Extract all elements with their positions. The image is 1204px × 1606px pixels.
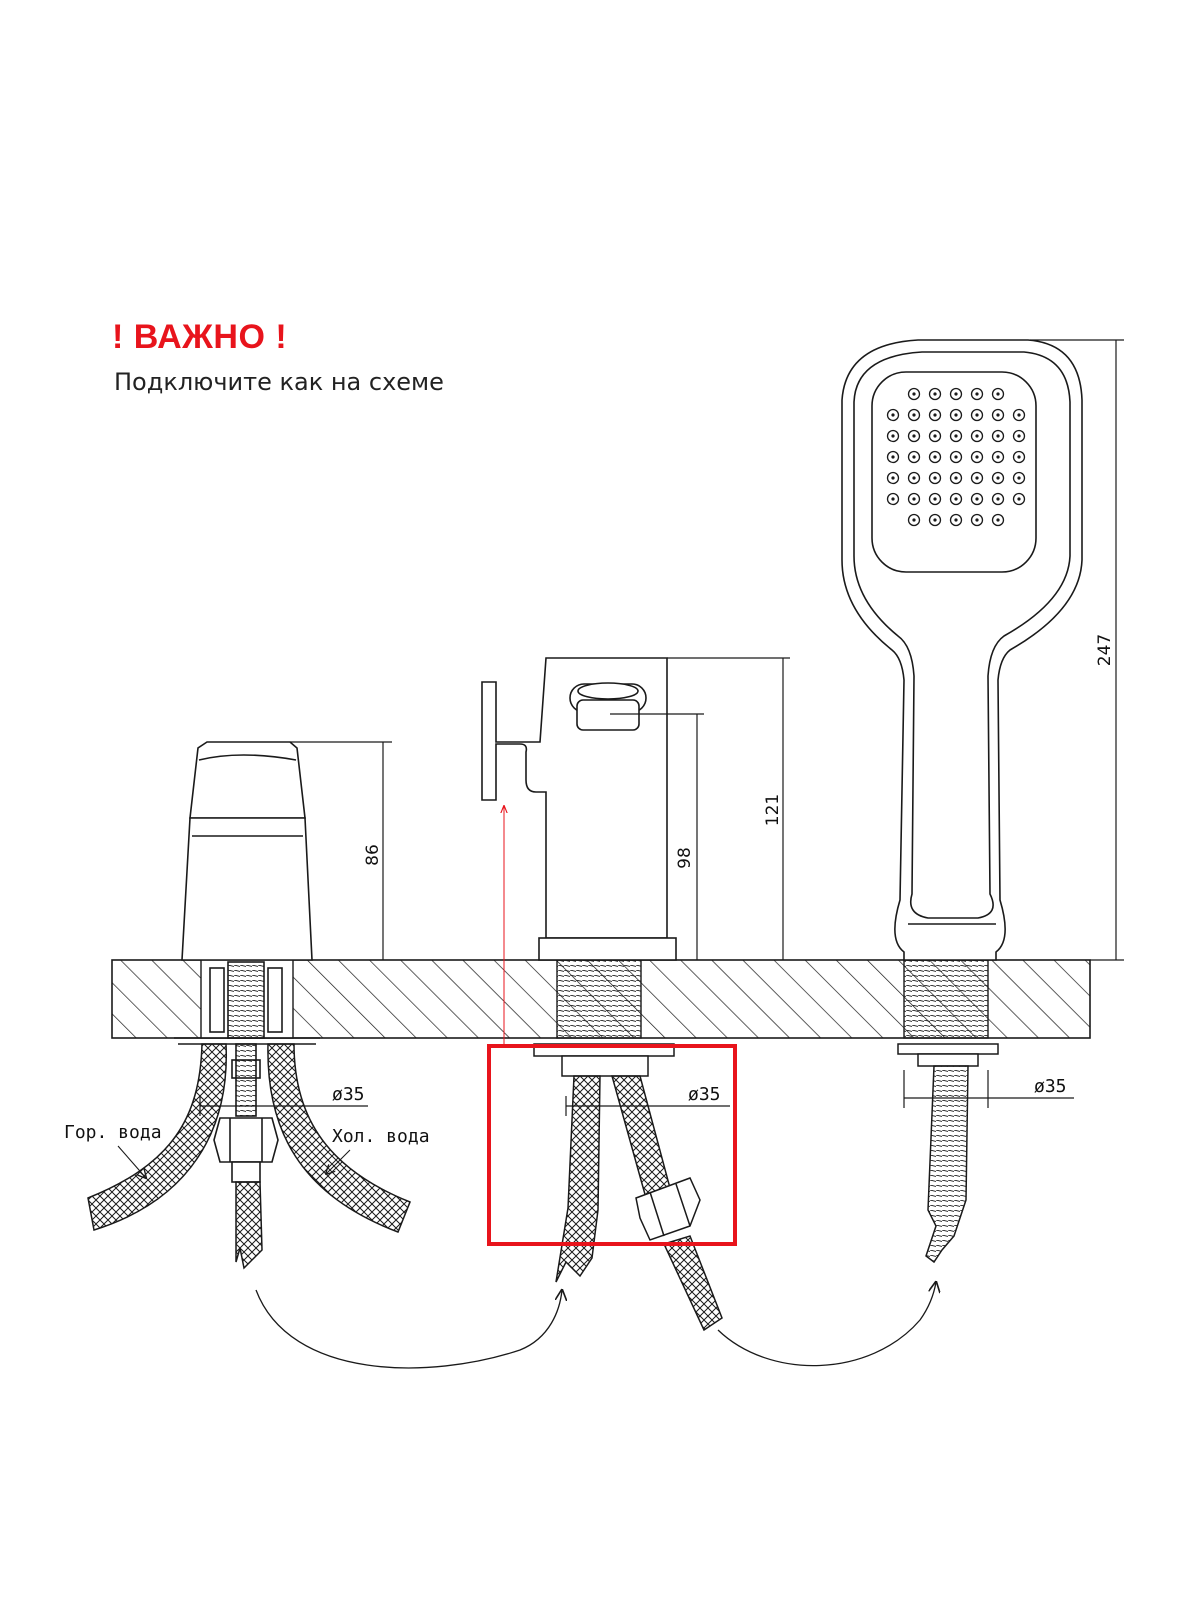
connection-arrow-mixer-to-diverter <box>255 1290 562 1369</box>
shower-height-label: 247 <box>1095 634 1115 666</box>
shower-nozzle-center <box>975 455 979 459</box>
spout-height-dimension <box>610 713 704 960</box>
shower-nozzle-center <box>933 434 937 438</box>
shower-nozzle-center <box>891 434 895 438</box>
switch-height-dimension <box>667 657 790 960</box>
hot-water-label: Гор. вода <box>64 1122 162 1143</box>
shower-nozzle-center <box>1017 455 1021 459</box>
shower-nozzle-center <box>912 434 916 438</box>
spout-height-label: 98 <box>675 847 695 869</box>
shower-nozzle-center <box>912 392 916 396</box>
shower-bore-dimension <box>903 1070 1074 1108</box>
shower-nozzle-center <box>1017 476 1021 480</box>
shower-nozzle-center <box>996 476 1000 480</box>
mixer-outlet-hose <box>235 1181 263 1270</box>
cold-water-label: Хол. вода <box>332 1126 430 1147</box>
shower-nozzle-center <box>954 497 958 501</box>
shower-nozzle-center <box>912 413 916 417</box>
shower-hose <box>925 1065 969 1264</box>
shower-nozzle-center <box>954 455 958 459</box>
shower-nozzle-center <box>975 497 979 501</box>
shower-nozzle-center <box>975 392 979 396</box>
diverter-body <box>481 657 677 961</box>
shower-nozzle-center <box>891 455 895 459</box>
mixer-body <box>174 741 320 1183</box>
diverter-bore-dimension <box>565 1096 730 1116</box>
shower-nozzle-center <box>933 413 937 417</box>
mixer-height-dimension <box>290 741 392 960</box>
shower-nozzle-center <box>1017 413 1021 417</box>
shower-nozzle-center <box>975 518 979 522</box>
shower-nozzle-center <box>933 476 937 480</box>
shower-nozzle-center <box>954 434 958 438</box>
shower-nozzle-center <box>954 392 958 396</box>
shower-nozzle-center <box>996 413 1000 417</box>
shower-nozzle-center <box>954 413 958 417</box>
mixer-bore-dimension <box>199 1096 368 1116</box>
cold-water-leader <box>326 1149 351 1174</box>
shower-nozzle-center <box>954 476 958 480</box>
highlight-frame <box>487 1044 737 1246</box>
shower-nozzle-center <box>1017 497 1021 501</box>
shower-nozzle-center <box>975 476 979 480</box>
shower-nozzle-center <box>912 455 916 459</box>
shower-nozzle-center <box>996 434 1000 438</box>
warning-subtitle: Подключите как на схеме <box>114 368 444 396</box>
shower-nozzle-center <box>1017 434 1021 438</box>
shower-nozzle-center <box>912 476 916 480</box>
shower-nozzle-center <box>933 518 937 522</box>
diverter-fitting <box>533 1043 675 1077</box>
shower-nozzle-center <box>933 497 937 501</box>
cold-water-hose <box>267 1043 411 1233</box>
mixer-height-label: 86 <box>363 844 383 866</box>
diverter-inlet-hose <box>555 1075 601 1283</box>
diverter-outlet-hose <box>611 1075 723 1332</box>
shower-nozzle-center <box>891 413 895 417</box>
shower-nozzle-center <box>891 476 895 480</box>
shower-bore-label: ø35 <box>1034 1076 1067 1097</box>
warning-title: ! ВАЖНО ! <box>112 318 288 356</box>
shower-nozzle-center <box>996 392 1000 396</box>
mixer-bore-label: ø35 <box>332 1084 365 1105</box>
shower-nozzle-center <box>912 497 916 501</box>
shower-nozzle-grid <box>886 387 1026 527</box>
shower-nozzle-center <box>975 413 979 417</box>
shower-nozzle-center <box>996 455 1000 459</box>
shower-nozzle-center <box>933 455 937 459</box>
shower-nozzle-center <box>933 392 937 396</box>
hand-shower <box>841 339 1083 961</box>
shower-nozzle-center <box>975 434 979 438</box>
shower-nozzle-center <box>891 497 895 501</box>
shower-hose-fitting <box>897 1043 999 1067</box>
connection-arrow-diverter-to-shower <box>717 1282 936 1367</box>
shower-nozzle-center <box>954 518 958 522</box>
shower-nozzle-center <box>912 518 916 522</box>
switch-height-label: 121 <box>763 794 783 826</box>
diverter-bore-label: ø35 <box>688 1084 721 1105</box>
shower-nozzle-center <box>996 518 1000 522</box>
shower-height-dimension <box>1030 339 1124 961</box>
shower-nozzle-center <box>996 497 1000 501</box>
hot-water-leader <box>117 1145 146 1178</box>
